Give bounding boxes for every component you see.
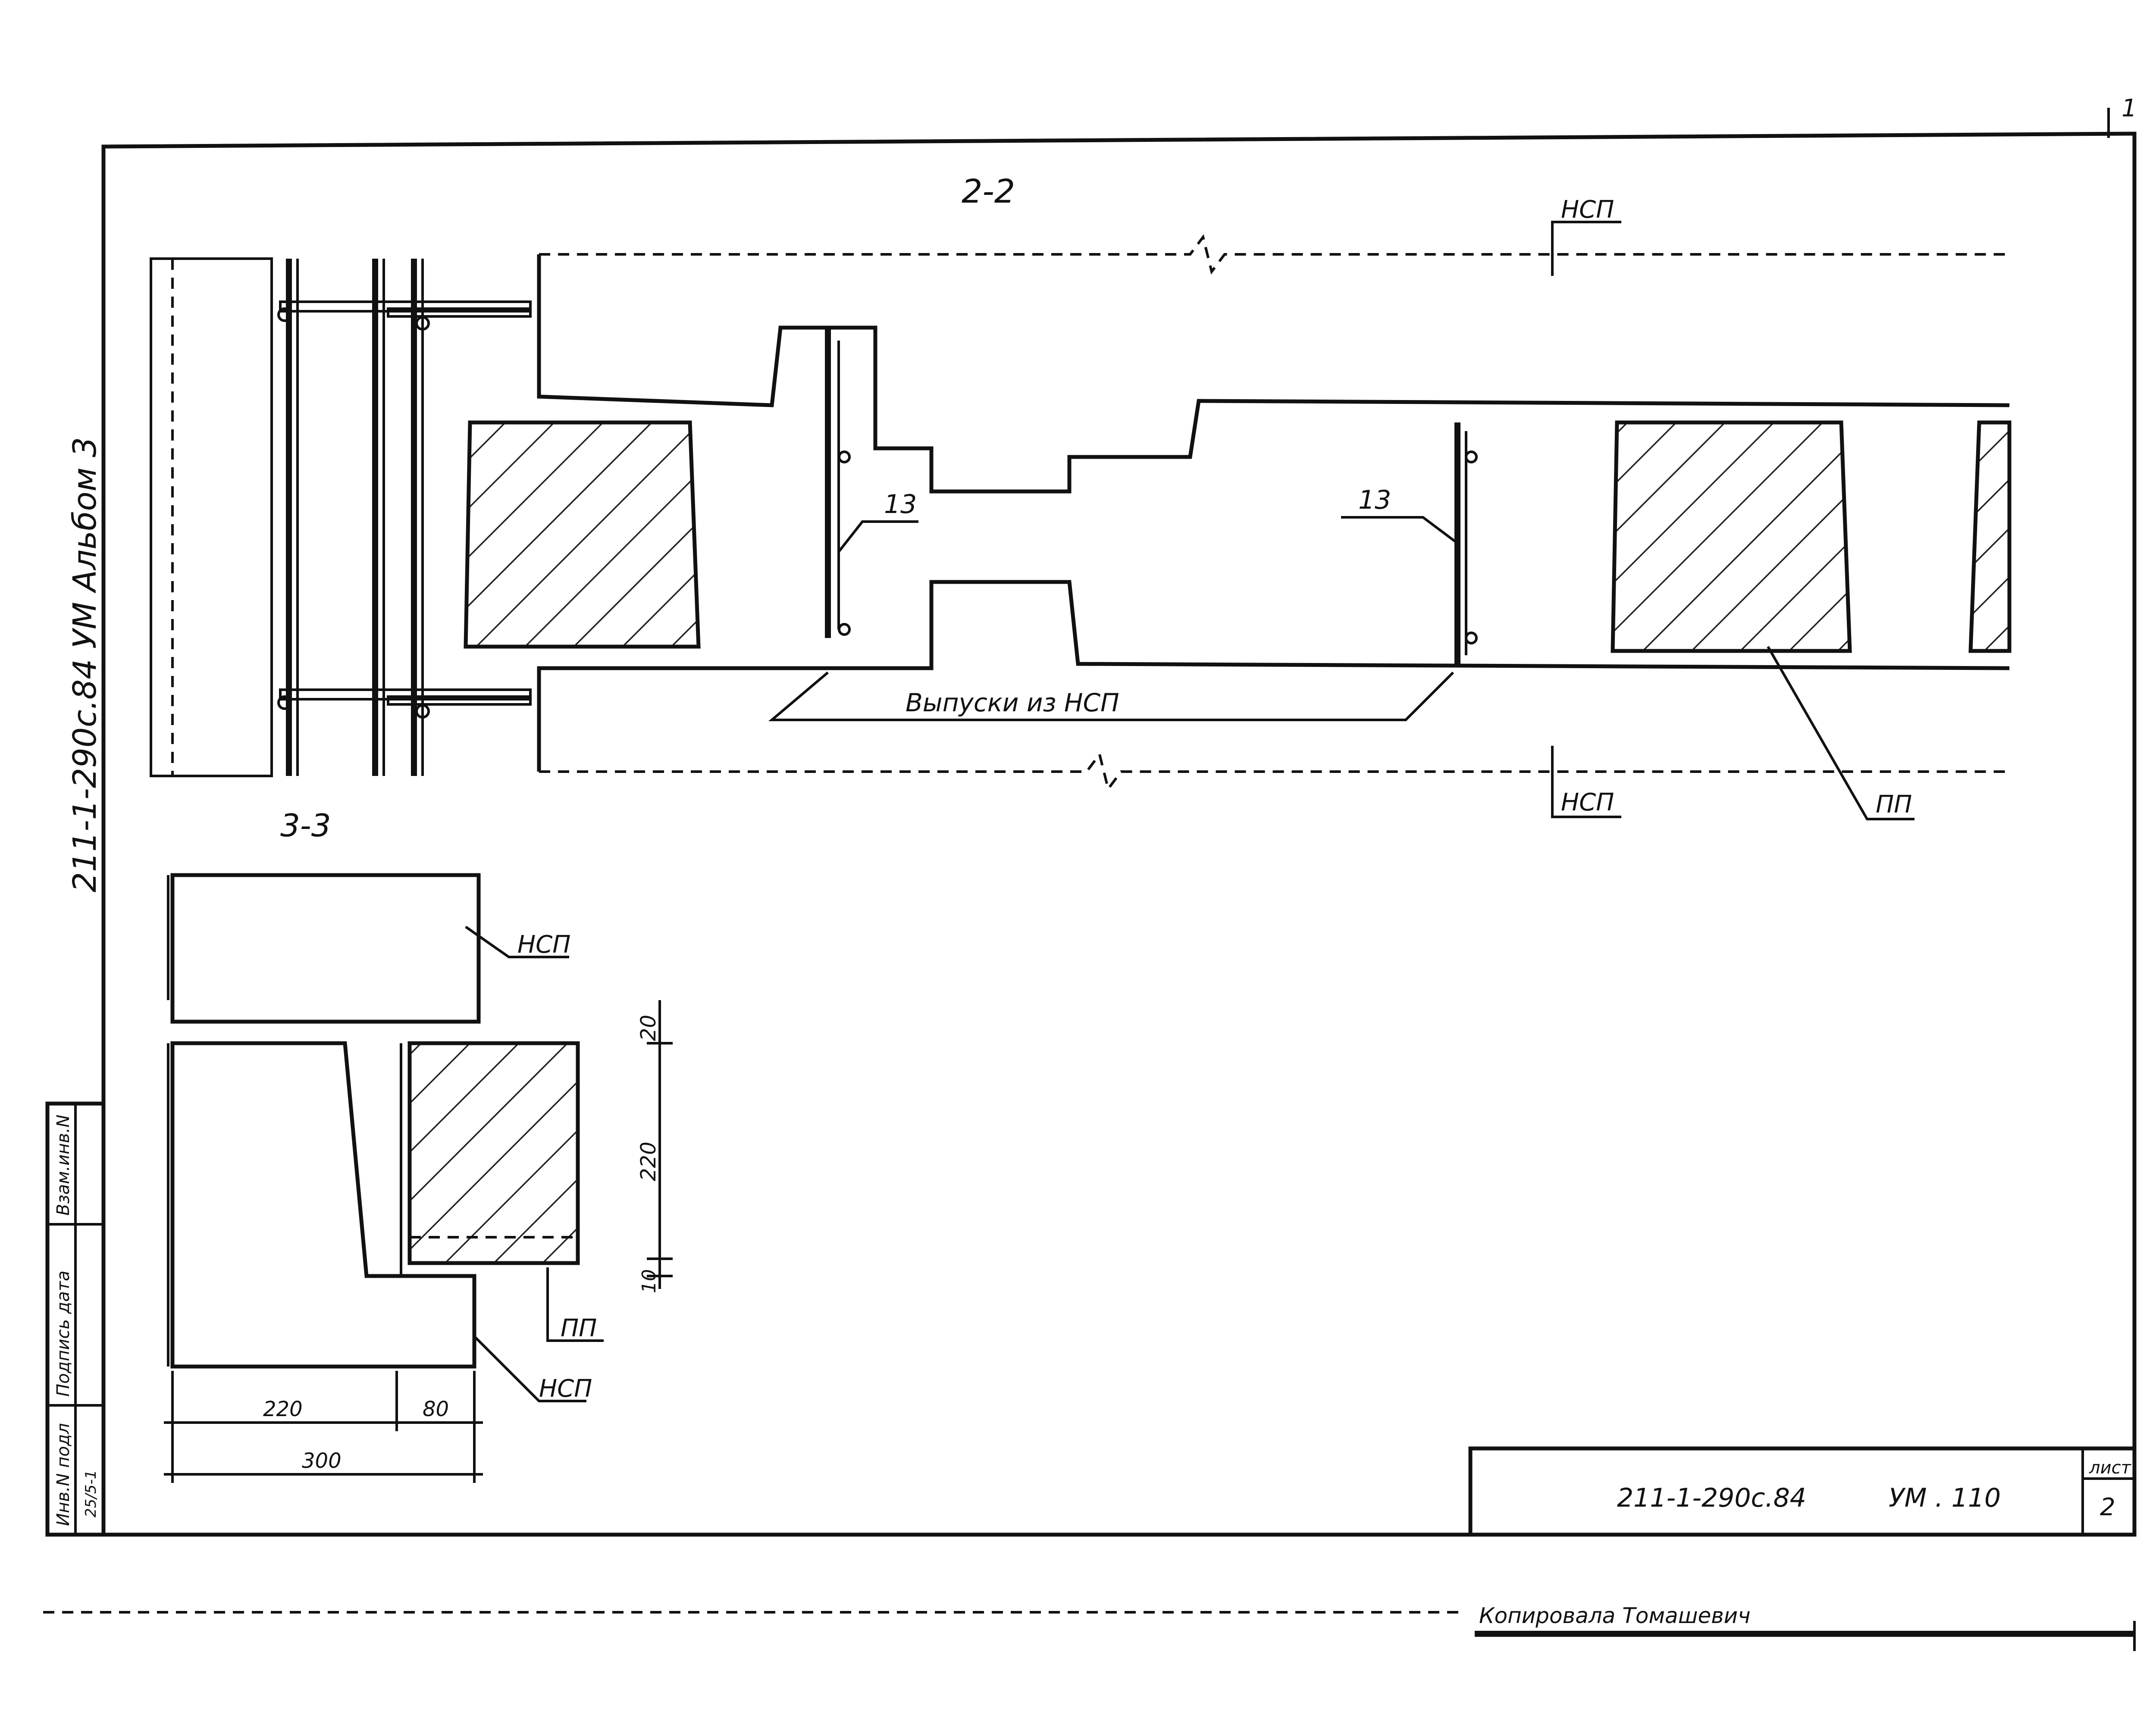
title-block [1468,1446,2137,1537]
anchor-plates [277,300,532,719]
dim-width-total: 300 [302,1449,342,1473]
callout-13-left: 13 [884,489,917,519]
dim-vertical [647,1000,673,1289]
sheet-corner-number: 1 [2122,94,2137,122]
stamp-inventory: 25/5-1 [82,1470,100,1517]
stamp-col1: Инв.N подл [53,1423,73,1526]
dim-width-left: 220 [263,1397,303,1421]
section-3-3: 3-3 НСП ПП НСП 20 220 10 [164,807,673,1483]
slab-top [170,873,481,1024]
dim-height-mid: 220 [636,1142,661,1181]
dim-height-bottom: 10 [638,1269,660,1293]
sheet-number: 2 [2100,1493,2115,1521]
side-stamp [45,1101,106,1537]
stamp-col2: Подпись дата [53,1270,73,1397]
footer-rule [43,1611,2136,1651]
sheet-frame [101,108,2137,1537]
stamp-col3: Взам.инв.N [53,1115,73,1216]
pp-block-3 [1971,422,2009,651]
dim-width-right: 80 [423,1397,449,1421]
pp-label: ПП [1876,791,1912,819]
footer-signature: Копировала Томашевич [1479,1603,1751,1628]
nsp-top-label: НСП [1561,196,1614,224]
title-mark: УМ . 110 [1889,1483,2001,1513]
rebar-outlet-1 [825,328,851,638]
sheet-label: лист [2089,1458,2132,1478]
label-pp-3-3: ПП [561,1314,597,1342]
album-label: 211-1-290с.84 УМ Альбом 3 [66,437,103,892]
bar-label: Выпуски из НСП [906,688,1119,717]
label-top-slab: НСП [517,931,570,959]
rebar-outlet-2 [1454,422,1478,664]
callout-13-right: 13 [1358,485,1391,515]
pp-block-3-3 [410,1043,578,1263]
wall-concrete [150,257,273,777]
title-code: 211-1-290с.84 [1617,1483,1806,1513]
label-bottom-slab: НСП [539,1375,592,1403]
slab-l [170,1041,476,1369]
slab-nsp-outline [537,254,2010,772]
nsp-bottom-label: НСП [1561,788,1614,816]
pp-block-1 [466,422,699,647]
section-2-2: 2-2 [150,172,2012,820]
section-2-2-title: 2-2 [962,172,1015,210]
dim-horizontal [164,1371,483,1483]
dim-height-top: 20 [636,1015,661,1041]
section-3-3-title: 3-3 [280,807,331,844]
pp-block-2 [1613,422,1850,651]
